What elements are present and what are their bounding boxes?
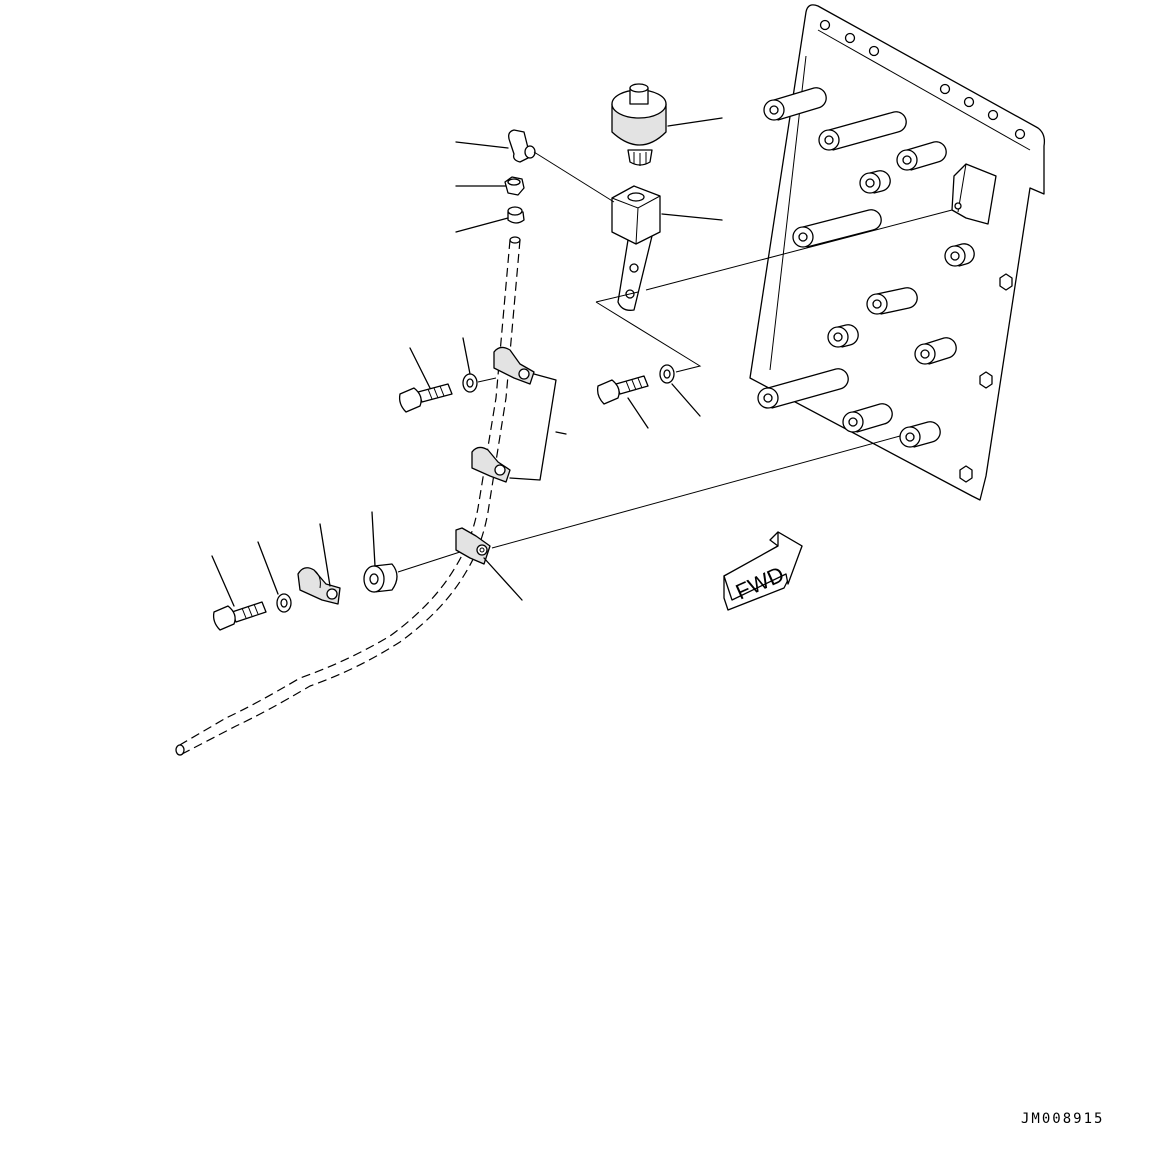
assembly-lines — [397, 151, 953, 573]
bolt-center — [596, 375, 649, 405]
washer-center — [659, 364, 675, 384]
drawing-code: JM008915 — [1021, 1111, 1105, 1127]
clamp-lower — [455, 527, 491, 565]
clamp-middle — [471, 446, 511, 483]
callout-leaders — [211, 117, 723, 607]
elbow-fitting — [508, 129, 536, 163]
switch-block-bracket — [611, 185, 661, 311]
fwd-arrow-icon: FWD — [723, 531, 803, 611]
clamps — [455, 346, 557, 565]
bolt-upper-left — [398, 383, 453, 413]
sleeve — [507, 206, 525, 224]
plate-bosses — [757, 87, 975, 448]
washer-upper-left — [462, 373, 478, 393]
bolt-lower-left — [212, 601, 267, 631]
mounting-plate — [749, 4, 1046, 501]
tube — [175, 236, 521, 756]
clamp-upper — [493, 346, 535, 385]
nut — [504, 176, 525, 196]
pressure-switch — [611, 83, 667, 166]
spacer — [363, 563, 398, 593]
clamp-loose — [297, 567, 341, 605]
washer-lower-left — [276, 593, 292, 613]
